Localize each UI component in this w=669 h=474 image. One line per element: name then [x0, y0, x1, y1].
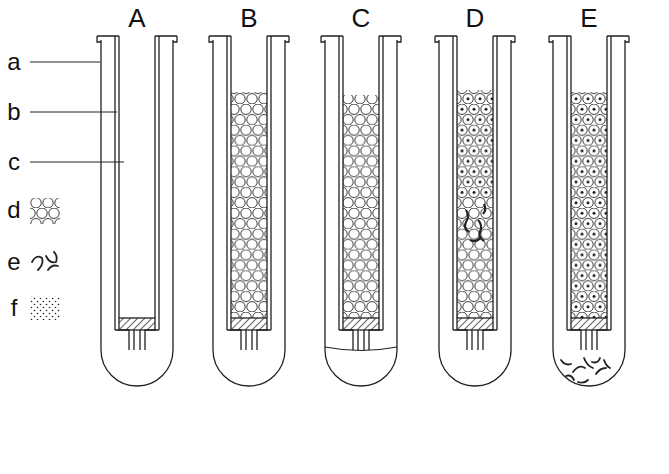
column-letter: A	[128, 5, 145, 31]
part-letter: a	[7, 50, 20, 74]
column-letter: D	[466, 5, 485, 31]
legend-letter: f	[11, 296, 18, 320]
leader-line	[30, 62, 124, 162]
column-letter: C	[352, 5, 371, 31]
part-letter: c	[8, 150, 20, 174]
worm-sample	[32, 252, 58, 270]
column-letter: E	[580, 5, 597, 31]
part-letter: b	[7, 100, 20, 124]
legend-letter: e	[7, 250, 20, 274]
legend-letter: d	[7, 198, 20, 222]
bead-sample	[30, 198, 60, 224]
column-letter: B	[240, 5, 257, 31]
dot-sample	[30, 296, 60, 320]
